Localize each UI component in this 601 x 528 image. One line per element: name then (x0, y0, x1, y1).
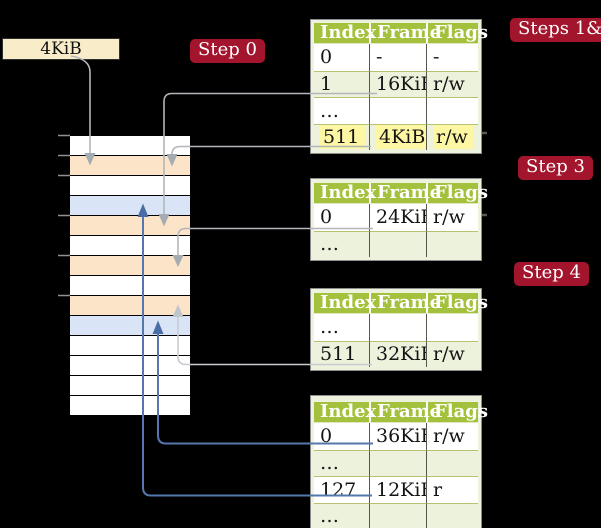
table-row: … (314, 97, 478, 124)
col-header-index: Index (314, 23, 376, 44)
memory-row-blue (70, 195, 190, 215)
frame-address-box: 4KiB (2, 38, 120, 60)
page-table-level2: Index Frame Flags … 511 32KiB r/w (310, 288, 488, 371)
col-header-flags: Flags (426, 23, 488, 44)
table-row: … (314, 314, 478, 341)
table-row: 0 24KiB r/w (314, 204, 478, 231)
memory-row-white (70, 395, 190, 415)
memory-row-blue (70, 315, 190, 335)
table-header-row: Index Frame Flags (314, 293, 488, 314)
table-row: 127 12KiB r (314, 476, 478, 503)
memory-row-white (70, 355, 190, 375)
col-header-flags: Flags (426, 402, 488, 423)
col-header-flags: Flags (426, 293, 488, 314)
col-header-frame: Frame (369, 402, 441, 423)
steps-1-2-label: Steps 1&2 (510, 18, 601, 42)
table-header-row: Index Frame Flags (314, 183, 488, 204)
table-row: … (314, 230, 478, 257)
memory-row-peach (70, 255, 190, 275)
memory-row-white (70, 175, 190, 195)
table-row: … (314, 449, 478, 476)
table-row: 0 36KiB r/w (314, 423, 478, 450)
step-0-label: Step 0 (190, 39, 265, 63)
memory-row-white (70, 135, 190, 155)
col-header-frame: Frame (369, 23, 441, 44)
page-table-level1: Index Frame Flags 0 36KiB r/w … 127 (310, 395, 488, 528)
memory-row-white (70, 335, 190, 355)
col-header-flags: Flags (426, 183, 488, 204)
step-3-label: Step 3 (518, 156, 593, 180)
table-row-highlighted: 511 4KiB r/w (314, 123, 478, 150)
physical-memory-column (70, 135, 190, 416)
col-header-index: Index (314, 183, 376, 204)
memory-row-peach (70, 295, 190, 315)
table-row: 1 16KiB r/w (314, 70, 478, 97)
memory-row-peach (70, 215, 190, 235)
col-header-index: Index (314, 293, 376, 314)
table-row: 511 32KiB r/w (314, 340, 478, 367)
col-header-frame: Frame (369, 183, 441, 204)
memory-row-white (70, 235, 190, 255)
table-row: … (314, 502, 478, 528)
memory-row-white (70, 375, 190, 395)
memory-tick-marks (58, 134, 70, 297)
highlight: r/w (433, 125, 474, 150)
highlight: 4KiB (376, 125, 426, 150)
step-4-label: Step 4 (514, 262, 589, 286)
page-table-level3: Index Frame Flags 0 24KiB r/w … (310, 178, 488, 261)
col-header-frame: Frame (369, 293, 441, 314)
table-row: 0 - - (314, 44, 478, 71)
table-header-row: Index Frame Flags (314, 402, 488, 423)
memory-row-peach (70, 155, 190, 175)
col-header-index: Index (314, 402, 376, 423)
memory-row-white (70, 275, 190, 295)
table-header-row: Index Frame Flags (314, 23, 488, 44)
page-table-level4: Index Frame Flags 0 - - 1 16KiB r/w … (310, 19, 488, 154)
highlight: 511 (320, 125, 366, 150)
